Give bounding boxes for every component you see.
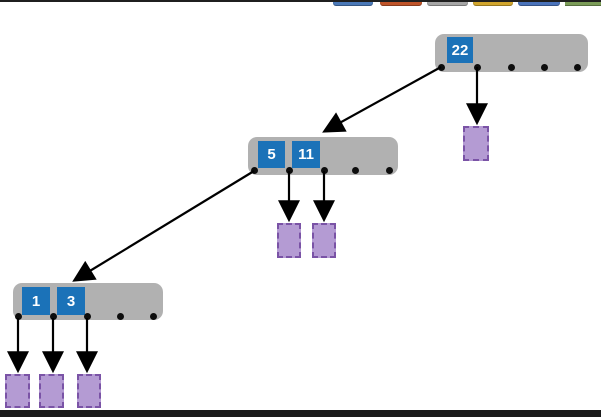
record-leaf-lower-2 [39, 374, 64, 408]
pointer-dot [83, 313, 91, 320]
key-cell-5: 5 [258, 141, 285, 168]
key-cell-22: 22 [447, 37, 473, 63]
pointer-dot [116, 313, 124, 320]
pointer-dot [573, 63, 581, 71]
top-divider [0, 0, 601, 2]
color-swatch-green-button[interactable] [565, 0, 601, 6]
color-swatch-blue-button[interactable] [333, 0, 373, 6]
record-leaf-under-root [463, 126, 489, 161]
pointer-dot [149, 313, 157, 320]
pointer-dot [473, 63, 481, 71]
arrow-internal-to-lower [72, 170, 255, 282]
pointer-dot [351, 166, 359, 174]
pointer-dot [49, 313, 57, 320]
btree-node-root: 22 [435, 34, 588, 72]
pointer-dot [285, 166, 293, 174]
record-leaf-internal-1 [277, 223, 301, 258]
pointer-dot [540, 63, 548, 71]
pointer-dot [385, 166, 393, 174]
btree-node-internal: 5 11 [248, 137, 398, 175]
pointer-dot [250, 166, 258, 174]
pointer-dot [14, 313, 22, 320]
pointer-dot [320, 166, 328, 174]
color-swatch-orange-button[interactable] [380, 0, 422, 6]
btree-node-lower: 1 3 [13, 283, 163, 320]
record-leaf-lower-1 [5, 374, 30, 408]
pointer-dot [507, 63, 515, 71]
key-cell-1: 1 [22, 287, 50, 315]
color-swatch-yellow-button[interactable] [473, 0, 513, 6]
record-leaf-lower-3 [77, 374, 101, 408]
bottom-divider [0, 410, 601, 417]
arrow-root-to-internal [322, 66, 442, 133]
color-swatch-gray-button[interactable] [427, 0, 468, 6]
record-leaf-internal-2 [312, 223, 336, 258]
color-swatch-blue2-button[interactable] [518, 0, 560, 6]
key-cell-11: 11 [292, 141, 320, 168]
key-cell-3: 3 [57, 287, 85, 315]
pointer-dot [437, 63, 445, 71]
